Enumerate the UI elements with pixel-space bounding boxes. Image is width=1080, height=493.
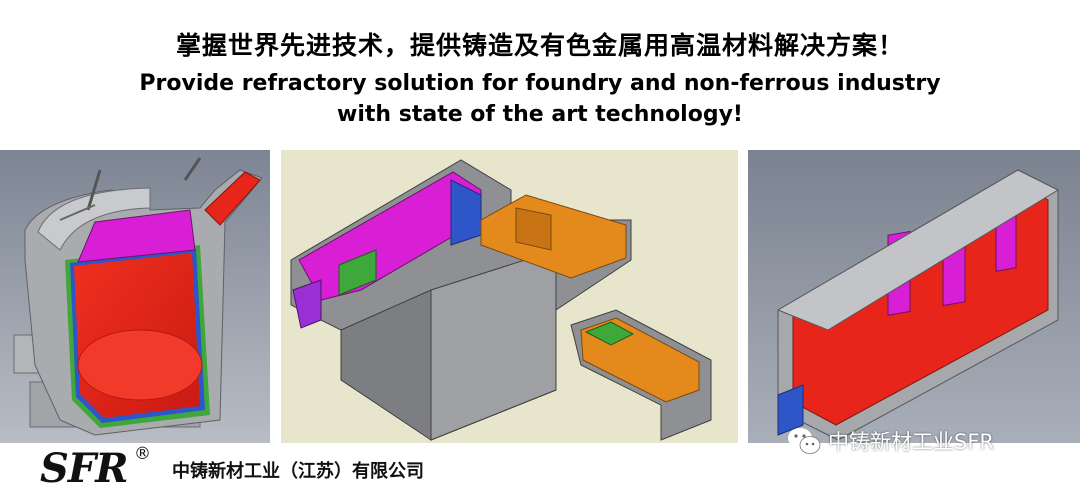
refractory-trough-image: [281, 150, 738, 443]
furnace-cutaway-image: [0, 150, 270, 443]
company-name: 中铸新材工业（江苏）有限公司: [172, 461, 424, 482]
registered-mark: ®: [134, 444, 151, 464]
headline-english: Provide refractory solution for foundry …: [0, 68, 1080, 130]
headline-english-line2: with state of the art technology!: [337, 102, 743, 127]
long-furnace-image: [748, 150, 1080, 443]
sfr-logo: SFR: [40, 445, 129, 492]
headline-chinese: 掌握世界先进技术，提供铸造及有色金属用高温材料解决方案！: [175, 31, 904, 60]
wechat-icon: [788, 428, 821, 454]
watermark-text: 中铸新材工业SFR: [828, 430, 994, 454]
wechat-watermark: 中铸新材工业SFR: [786, 425, 994, 457]
headline-english-line1: Provide refractory solution for foundry …: [139, 71, 941, 96]
